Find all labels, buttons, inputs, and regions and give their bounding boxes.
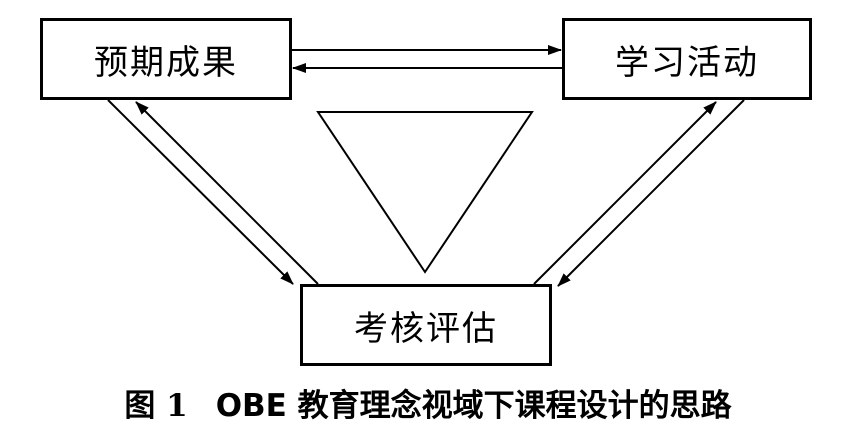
node-learning-activities-label: 学习活动 [615,42,759,83]
figure-caption: 图 1 OBE 教育理念视域下课程设计的思路 [0,380,856,425]
figure-number: 图 1 [124,388,188,424]
node-expected-outcomes-label: 预期成果 [94,42,238,83]
arrow-assessment-to-activities [533,101,717,285]
arrow-outcomes-to-assessment [107,99,294,285]
center-inverted-triangle [316,111,534,274]
arrow-activities-to-assessment [557,99,745,287]
arrow-assessment-to-outcomes [135,101,319,285]
node-expected-outcomes: 预期成果 [40,18,292,100]
node-assessment-evaluation: 考核评估 [300,284,552,366]
node-learning-activities: 学习活动 [562,18,812,100]
node-assessment-evaluation-label: 考核评估 [354,308,498,349]
figure-title: OBE 教育理念视域下课程设计的思路 [215,388,732,424]
